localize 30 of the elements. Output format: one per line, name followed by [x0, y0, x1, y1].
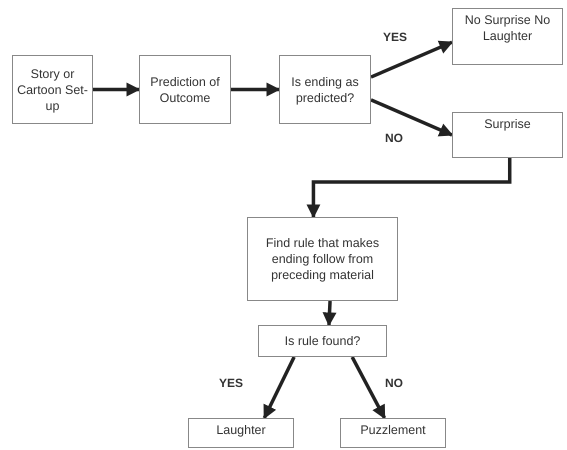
arrow	[350, 356, 386, 420]
process-box	[188, 418, 294, 448]
edge-label: YES	[218, 376, 244, 390]
arrow	[306, 158, 512, 218]
box-text: Find rule that makes ending follow from preceding material	[264, 235, 380, 283]
edge-label: NO	[384, 131, 404, 145]
process-box	[340, 418, 446, 448]
box-text: Story or Cartoon Set-up	[17, 66, 88, 114]
edge-label: NO	[384, 376, 404, 390]
box-text: Prediction of Outcome	[149, 74, 221, 106]
process-box	[452, 8, 563, 65]
box-text: Puzzlement	[360, 422, 426, 438]
process-box	[247, 217, 398, 301]
process-box	[258, 325, 387, 357]
process-box	[12, 55, 93, 124]
process-box	[279, 55, 371, 124]
arrow	[370, 98, 454, 137]
box-text: Is rule found?	[284, 333, 360, 349]
arrow	[322, 300, 337, 326]
box-text: Surprise	[484, 116, 531, 132]
arrow	[93, 82, 140, 96]
edge-label: YES	[382, 30, 408, 44]
arrow	[370, 40, 454, 79]
box-text: Laughter	[216, 422, 266, 438]
process-box	[139, 55, 231, 124]
process-box	[452, 112, 563, 158]
arrow	[231, 82, 280, 96]
arrow	[262, 356, 296, 420]
box-text: Is ending as predicted?	[290, 74, 360, 106]
box-text: No Surprise No Laughter	[464, 12, 552, 44]
